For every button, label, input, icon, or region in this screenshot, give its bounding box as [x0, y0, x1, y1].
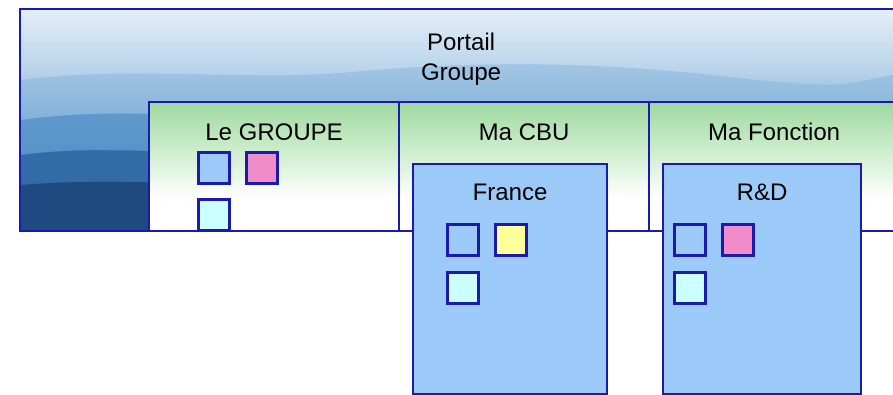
panel-france[interactable]: France	[412, 163, 608, 395]
panel-label: R&D	[736, 179, 788, 206]
cyan-square	[673, 271, 707, 305]
column-label: Ma CBU	[478, 119, 570, 146]
banner-title: Portail Groupe	[420, 29, 502, 86]
cyan-square	[446, 271, 480, 305]
panel-label: France	[472, 179, 548, 206]
column-label: Ma Fonction	[707, 119, 841, 146]
blue-square	[446, 223, 480, 257]
pink-square	[245, 151, 279, 185]
pink-square	[721, 223, 755, 257]
blue-square	[197, 151, 231, 185]
column-label: Le GROUPE	[205, 119, 343, 146]
blue-square	[673, 223, 707, 257]
yellow-square	[494, 223, 528, 257]
cyan-square	[197, 198, 231, 232]
